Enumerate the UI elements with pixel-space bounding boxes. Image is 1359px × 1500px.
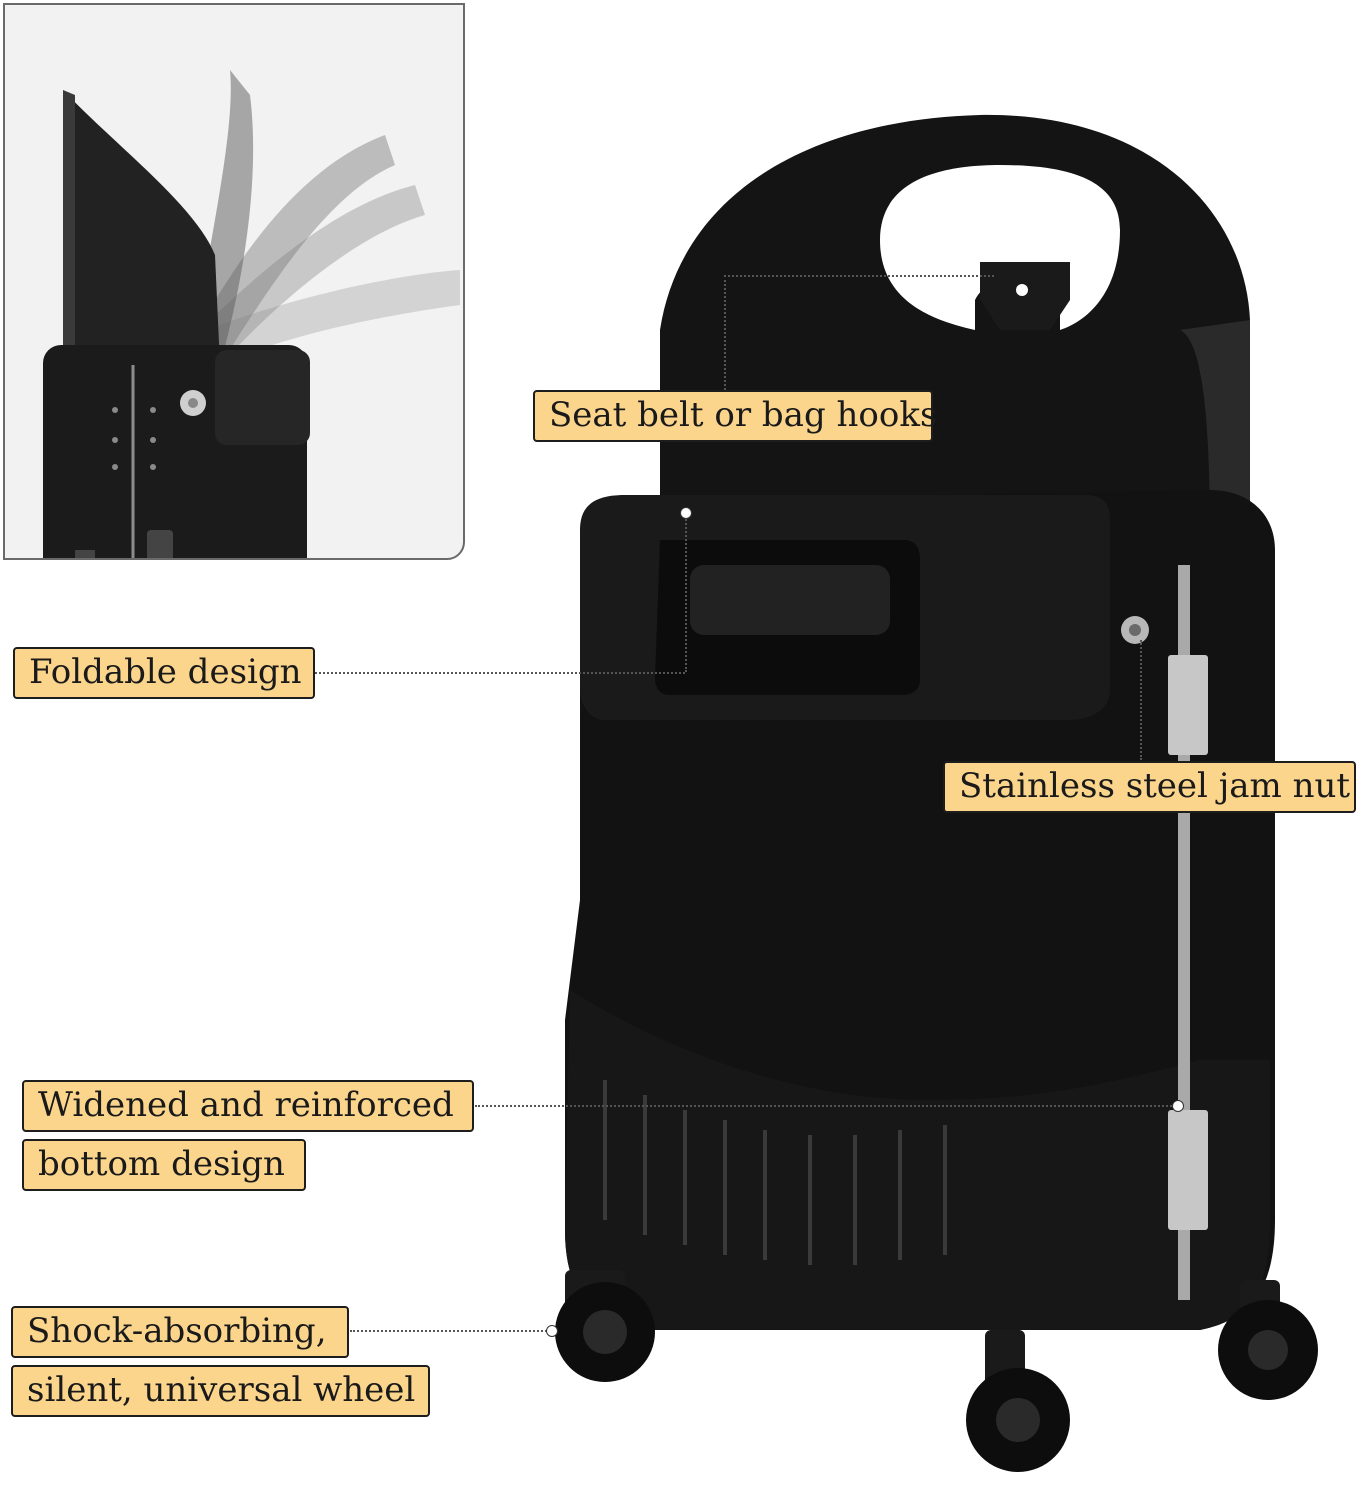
label-bottom-design-line1: Widened and reinforced xyxy=(22,1080,474,1132)
foldable-leader xyxy=(315,672,685,674)
label-stainless-jam-nut: Stainless steel jam nut xyxy=(943,761,1356,813)
bottom-leader xyxy=(475,1105,1180,1107)
folding-backrest-illustration xyxy=(43,70,460,558)
folding-detail-inset xyxy=(3,3,465,560)
foldable-marker xyxy=(680,507,692,519)
wheel-marker xyxy=(546,1325,558,1337)
lower-hinge xyxy=(1168,1110,1208,1230)
label-wheel-line1: Shock-absorbing, xyxy=(11,1306,349,1358)
label-foldable-design: Foldable design xyxy=(13,647,315,699)
bag-hook xyxy=(980,262,1070,330)
wheels xyxy=(555,1270,1318,1472)
label-wheel-line2: silent, universal wheel xyxy=(11,1365,430,1417)
label-seat-belt-hooks: Seat belt or bag hooks xyxy=(533,390,937,442)
upper-hinge xyxy=(1168,655,1208,755)
jam-nut-leader xyxy=(1140,640,1142,760)
foldable-leader-v xyxy=(685,512,687,672)
seat-belt-leader-h xyxy=(724,275,994,277)
wheel-leader xyxy=(350,1330,550,1332)
label-bottom-design-line2: bottom design xyxy=(22,1139,306,1191)
bottom-marker xyxy=(1172,1100,1184,1112)
reinforced-bottom xyxy=(565,990,1270,1330)
seat-belt-leader xyxy=(724,275,726,390)
